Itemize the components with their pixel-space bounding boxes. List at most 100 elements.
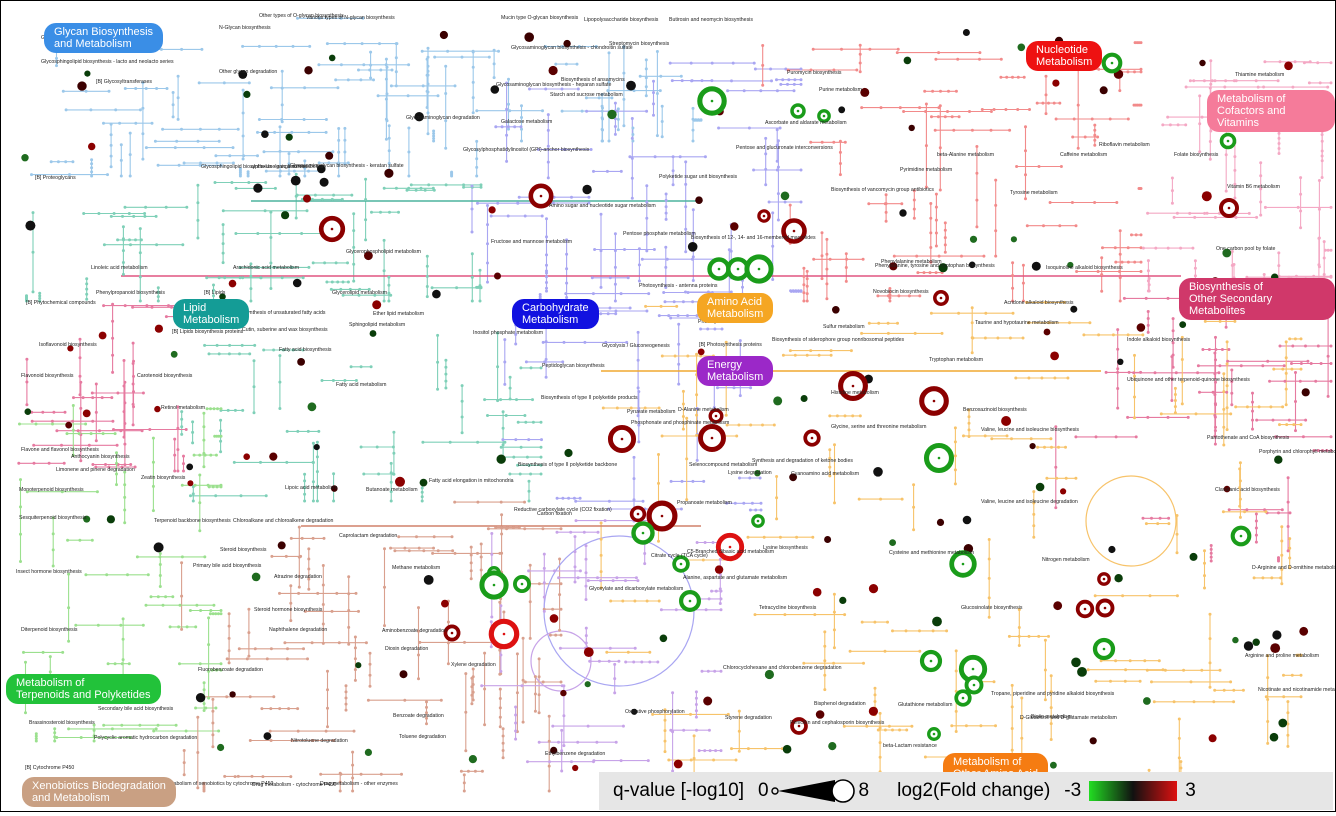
pathway-label: Drug metabolism - other enzymes (320, 781, 398, 787)
compound-node (480, 769, 484, 773)
compound-node (1133, 260, 1137, 264)
compound-node (212, 283, 215, 287)
compound-node (519, 366, 523, 370)
compound-node (1314, 379, 1318, 383)
compound-node (1211, 390, 1215, 394)
compound-node (486, 280, 489, 284)
compound-node (659, 74, 663, 78)
enzyme-dot (364, 251, 373, 261)
compound-node (690, 79, 694, 83)
compound-node (344, 684, 348, 688)
compound-node (900, 202, 904, 206)
enzyme-dot (1284, 61, 1293, 71)
compound-node (1152, 700, 1156, 704)
compound-node (531, 420, 535, 424)
compound-node (613, 265, 617, 269)
compound-node (216, 612, 220, 616)
enzyme-dot (1035, 482, 1045, 492)
pathway-label: Acridone alkaloid biosynthesis (1004, 300, 1074, 306)
compound-node (1320, 139, 1324, 143)
compound-node (471, 675, 475, 679)
compound-node (943, 236, 947, 240)
compound-node (832, 140, 836, 144)
compound-node (613, 282, 617, 286)
compound-node (640, 257, 644, 261)
enzyme-dot (153, 542, 164, 553)
compound-node (133, 465, 137, 469)
compound-node (577, 45, 581, 48)
compound-node (1316, 61, 1320, 65)
compound-node (432, 134, 436, 138)
pathway-label: Secondary bile acid biosynthesis (98, 706, 174, 712)
compound-node (636, 386, 640, 390)
compound-node (1299, 337, 1303, 341)
compound-node (1093, 123, 1097, 127)
compound-node (202, 465, 206, 469)
compound-node (60, 490, 64, 494)
compound-node (252, 411, 256, 415)
compound-node (675, 304, 679, 308)
compound-node (1177, 736, 1181, 740)
compound-node (211, 709, 215, 713)
enzyme-dot (815, 710, 825, 719)
compound-node (109, 143, 113, 147)
compound-node (71, 419, 75, 423)
pathway-label: C5-Branched dibasic acid metabolism (687, 549, 774, 555)
compound-node (246, 172, 250, 176)
compound-node (613, 662, 617, 666)
compound-node (544, 45, 547, 48)
compound-node (498, 648, 502, 652)
compound-node (205, 407, 209, 411)
compound-node (632, 498, 636, 502)
enzyme-dot (441, 599, 449, 608)
compound-node (273, 130, 277, 134)
compound-node (589, 148, 593, 151)
compound-node (527, 438, 531, 442)
compound-node (158, 563, 162, 566)
compound-node (492, 62, 496, 66)
compound-node (471, 80, 475, 84)
compound-node (123, 304, 127, 308)
compound-node (1320, 133, 1324, 137)
compound-node (626, 650, 630, 654)
compound-node (1214, 358, 1217, 362)
compound-node (615, 406, 619, 410)
compound-node (542, 595, 546, 599)
compound-node (771, 278, 775, 281)
compound-node (1222, 688, 1226, 692)
compound-node (341, 280, 345, 284)
compound-node (375, 445, 379, 449)
compound-node (471, 96, 475, 100)
compound-node (1171, 365, 1175, 369)
compound-node (421, 440, 425, 444)
pathway-label: Penicillin and cephalosporin biosynthesi… (790, 720, 885, 726)
compound-node (957, 311, 961, 315)
compound-node (38, 299, 42, 303)
compound-node (1318, 81, 1322, 85)
compound-node (1284, 387, 1288, 391)
compound-node (109, 165, 113, 169)
compound-node (152, 729, 156, 733)
compound-node (1194, 412, 1198, 416)
compound-node (1116, 367, 1120, 371)
compound-node (531, 398, 534, 402)
compound-node (417, 606, 420, 610)
compound-node (1146, 211, 1150, 215)
compound-node (1326, 85, 1330, 89)
compound-node (584, 557, 588, 561)
compound-node (527, 479, 531, 483)
compound-node (324, 118, 328, 121)
pathway-label: Streptomycin biosynthesis (609, 41, 670, 47)
compound-node (799, 78, 803, 82)
compound-node (644, 58, 648, 62)
compound-node (1134, 233, 1138, 237)
pathway-label: Polyketide sugar unit biosynthesis (659, 174, 738, 180)
compound-node (776, 218, 780, 222)
compound-node (913, 331, 917, 335)
compound-node (219, 407, 223, 411)
compound-node (392, 430, 396, 434)
compound-node (671, 769, 675, 773)
compound-node (483, 398, 487, 402)
compound-node (615, 576, 619, 580)
compound-node (1280, 508, 1284, 512)
